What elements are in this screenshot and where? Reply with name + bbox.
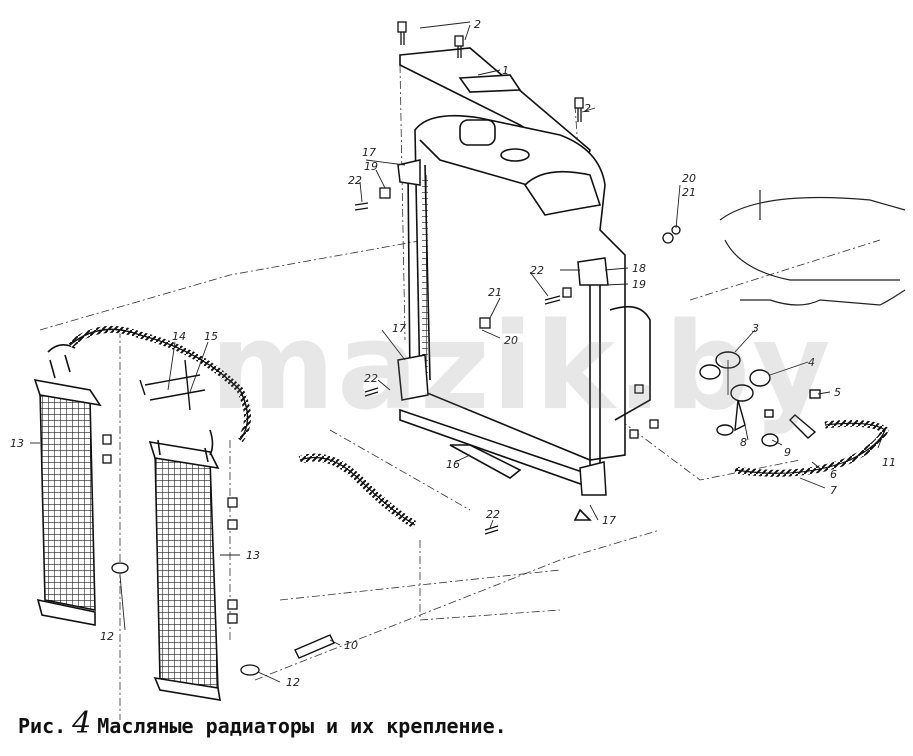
callout-8: 8 (740, 436, 747, 449)
caption-title: Масляные радиаторы и их крепление. (97, 714, 507, 738)
callout-21-mid: 21 (488, 286, 502, 299)
callout-14: 14 (172, 330, 186, 343)
callout-15: 15 (204, 330, 218, 343)
oil-radiator-right (148, 429, 221, 701)
flex-hose-center (298, 453, 418, 529)
callout-2-right: 2 (584, 102, 591, 115)
callout-2-top: 2 (474, 18, 481, 31)
callout-1: 1 (502, 64, 509, 77)
sleeve (294, 634, 335, 659)
callout-20-top: 20 (682, 172, 696, 185)
callout-12-left: 12 (100, 630, 114, 643)
callout-12-right: 12 (286, 676, 300, 689)
callout-17-top: 17 (362, 146, 376, 159)
callout-21-top: 21 (682, 186, 696, 199)
callout-22-mid: 22 (530, 264, 544, 277)
callout-16: 16 (446, 458, 460, 471)
callout-13-left: 13 (10, 437, 24, 450)
callout-22-top: 22 (348, 174, 362, 187)
vehicle-outline (719, 190, 906, 306)
fasteners (102, 21, 681, 676)
callout-22-bottom: 22 (486, 508, 500, 521)
long-hoses (734, 419, 890, 477)
callout-22-left: 22 (364, 372, 378, 385)
main-radiator (407, 114, 651, 470)
side-brackets (397, 159, 609, 496)
caption-number: 4 (72, 706, 92, 741)
connecting-hoses (67, 325, 251, 443)
callout-10: 10 (344, 639, 358, 652)
callout-17-left: 17 (392, 322, 406, 335)
valve-assembly (699, 351, 821, 447)
callout-labels: 2 1 2 17 19 22 20 21 22 18 19 21 20 17 2… (10, 18, 896, 689)
callout-18: 18 (632, 262, 646, 275)
callout-20-mid: 20 (504, 334, 518, 347)
callout-9: 9 (784, 446, 791, 459)
caption-prefix: Рис. (18, 714, 67, 738)
oil-radiator-left (33, 344, 102, 626)
leader-lines (30, 21, 885, 683)
callout-17-bottom: 17 (602, 514, 616, 527)
callout-4: 4 (808, 356, 815, 369)
callout-11: 11 (882, 456, 896, 469)
callout-13-right: 13 (246, 549, 260, 562)
callout-19-top: 19 (364, 160, 378, 173)
callout-6: 6 (830, 468, 837, 481)
callout-5: 5 (834, 386, 841, 399)
callout-7: 7 (830, 484, 837, 497)
callout-19-right: 19 (632, 278, 646, 291)
callout-3: 3 (752, 322, 759, 335)
